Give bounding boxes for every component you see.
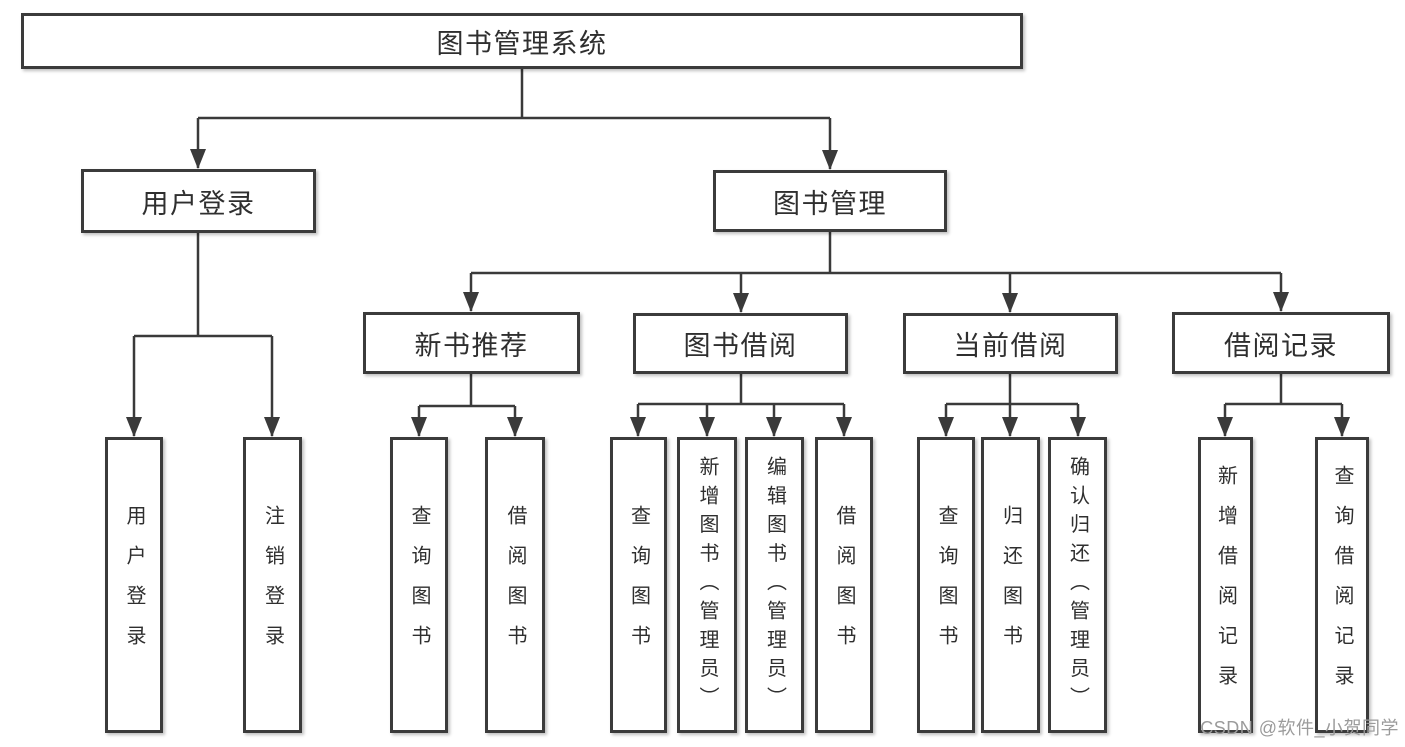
node-label: 当前借阅 — [953, 331, 1068, 361]
connector-user-login-trunk — [134, 233, 272, 338]
csdn-watermark: CSDN @软件_小贺同学 — [1200, 718, 1399, 738]
leaf-confirm-return-admin: 确认归还（管理员） — [1048, 437, 1107, 733]
leaf-newrec-query-books: 查询图书 — [390, 437, 448, 733]
node-label: 图书管理 — [773, 188, 887, 219]
leaf-label: 新增图书（管理员） — [696, 455, 718, 715]
leaf-label: 借阅图书 — [833, 505, 855, 665]
connector-book-borrow-trunk — [638, 374, 844, 406]
connector-root-trunk — [198, 69, 830, 120]
leaf-label: 注销登录 — [261, 505, 284, 665]
connector-borrow-records-trunk — [1225, 374, 1342, 406]
leaf-label: 编辑图书（管理员） — [763, 455, 786, 715]
leaf-label: 借阅图书 — [504, 505, 526, 665]
leaf-label: 归还图书 — [999, 505, 1022, 665]
leaf-label: 查询图书 — [935, 505, 957, 665]
leaf-label: 确认归还（管理员） — [1066, 455, 1089, 715]
leaf-query-borrow-record: 查询借阅记录 — [1315, 437, 1369, 733]
leaf-label: 用户登录 — [123, 505, 145, 665]
node-book-management: 图书管理 — [713, 170, 947, 232]
node-book-borrow: 图书借阅 — [633, 313, 848, 374]
connector-new-book-trunk — [419, 374, 515, 408]
node-label: 图书借阅 — [683, 331, 798, 361]
leaf-borrow-query-books: 查询图书 — [610, 437, 667, 733]
node-label: 图书管理系统 — [436, 28, 608, 59]
connector-current-borrow-trunk — [946, 374, 1078, 406]
node-book-management-system: 图书管理系统 — [21, 13, 1023, 69]
leaf-label: 查询借阅记录 — [1331, 465, 1353, 705]
leaf-add-borrow-record: 新增借阅记录 — [1198, 437, 1253, 733]
node-label: 借阅记录 — [1224, 330, 1338, 361]
leaf-return-books: 归还图书 — [981, 437, 1040, 733]
leaf-user-login: 用户登录 — [105, 437, 163, 733]
leaf-current-query-books: 查询图书 — [917, 437, 975, 733]
node-label: 新书推荐 — [414, 330, 529, 361]
leaf-add-books-admin: 新增图书（管理员） — [677, 437, 737, 733]
leaf-newrec-borrow-books: 借阅图书 — [485, 437, 545, 733]
leaf-label: 新增借阅记录 — [1214, 465, 1237, 705]
node-current-borrow: 当前借阅 — [903, 313, 1118, 374]
leaf-logout: 注销登录 — [243, 437, 302, 733]
node-label: 用户登录 — [141, 188, 256, 219]
node-new-book-recommend: 新书推荐 — [363, 312, 580, 374]
leaf-edit-books-admin: 编辑图书（管理员） — [745, 437, 804, 733]
connector-book-management-trunk — [471, 232, 1281, 275]
node-borrow-records: 借阅记录 — [1172, 312, 1390, 374]
leaf-label: 查询图书 — [627, 505, 650, 665]
node-user-login: 用户登录 — [81, 169, 316, 233]
leaf-label: 查询图书 — [408, 505, 430, 665]
leaf-borrow-books: 借阅图书 — [815, 437, 873, 733]
